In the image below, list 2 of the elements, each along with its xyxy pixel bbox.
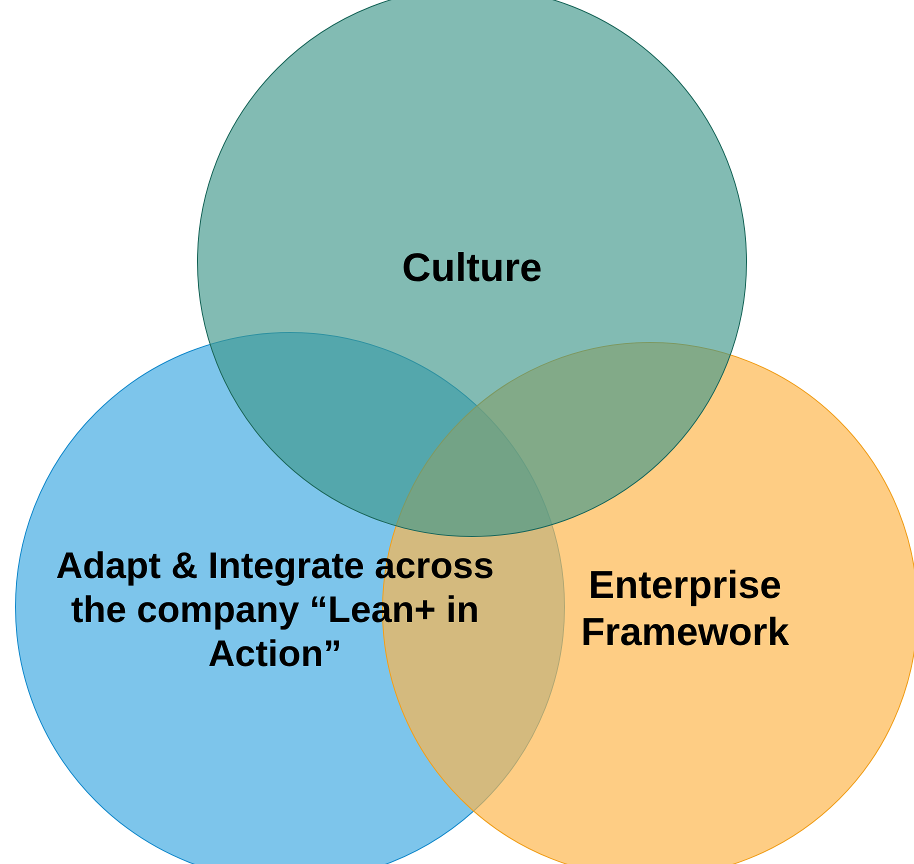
circle-label: Enterprise Framework xyxy=(580,563,790,656)
circle-label: Culture xyxy=(401,245,543,292)
